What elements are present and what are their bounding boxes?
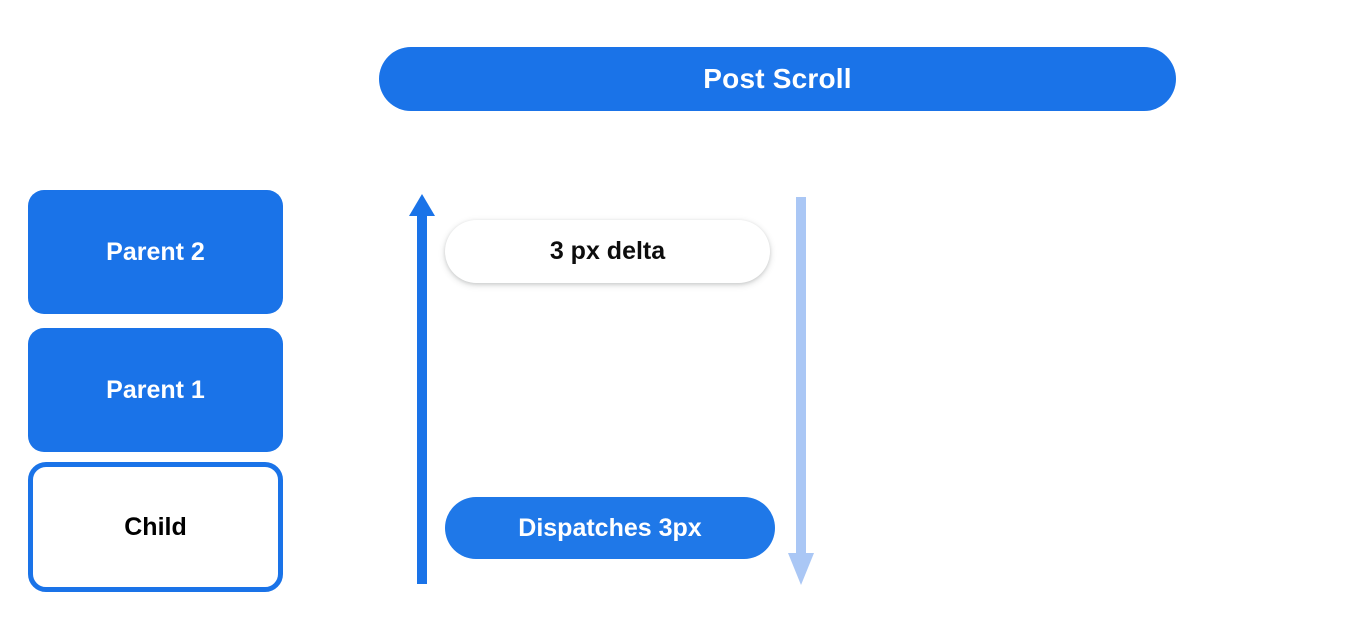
stack-box-parent-1: Parent 1 bbox=[28, 328, 283, 452]
scroll-up-arrow bbox=[409, 194, 435, 584]
delta-callout: 3 px delta bbox=[445, 220, 770, 283]
dispatch-callout-label: Dispatches 3px bbox=[518, 513, 702, 542]
post-scroll-header-label: Post Scroll bbox=[703, 63, 852, 94]
stack-box-child-label: Child bbox=[124, 512, 187, 541]
dispatch-callout: Dispatches 3px bbox=[445, 497, 775, 559]
stack-box-child: Child bbox=[28, 462, 283, 592]
post-scroll-header: Post Scroll bbox=[379, 47, 1176, 111]
stack-box-parent-2-label: Parent 2 bbox=[106, 237, 205, 266]
scroll-down-arrow bbox=[788, 197, 814, 585]
delta-callout-label: 3 px delta bbox=[549, 237, 666, 265]
stack-box-parent-2: Parent 2 bbox=[28, 190, 283, 314]
stack-box-parent-1-label: Parent 1 bbox=[106, 375, 205, 404]
